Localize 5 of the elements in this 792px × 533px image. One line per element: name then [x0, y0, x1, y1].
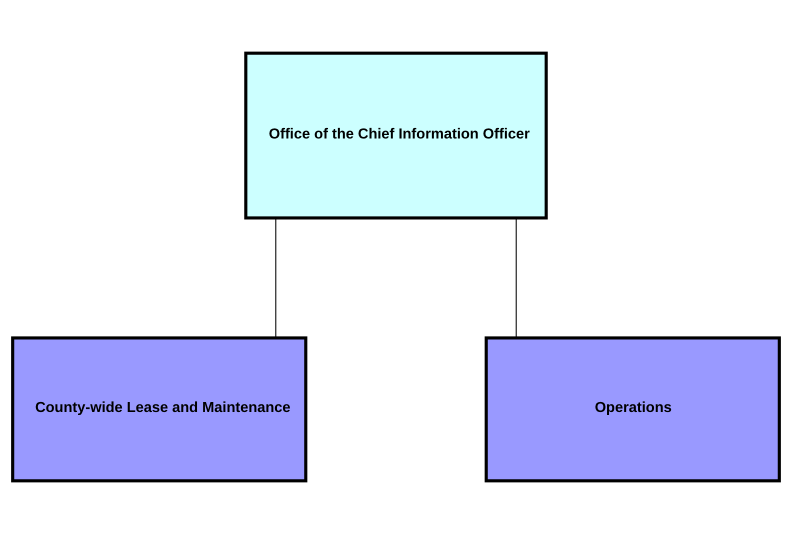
connector: [516, 218, 517, 338]
node-box: Operations: [484, 336, 781, 482]
node-box: County-wide Lease and Maintenance: [11, 336, 308, 482]
node-box: Office of the Chief Information Officer: [244, 51, 548, 220]
connector: [275, 218, 276, 338]
